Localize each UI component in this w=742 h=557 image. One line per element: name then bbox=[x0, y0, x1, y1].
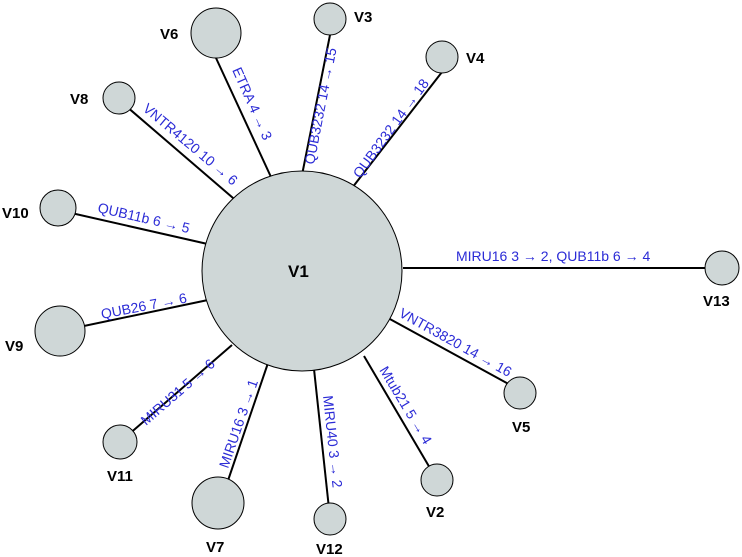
edge-label-v13: MIRU16 3 → 2, QUB11b 6 → 4 bbox=[456, 248, 650, 264]
node-v13 bbox=[704, 250, 740, 286]
node-label-v7: V7 bbox=[206, 539, 224, 556]
node-v6 bbox=[190, 7, 242, 59]
node-label-v6: V6 bbox=[160, 26, 178, 43]
node-label-v11: V11 bbox=[107, 468, 133, 485]
node-label-v4: V4 bbox=[466, 50, 485, 67]
node-label-v10: V10 bbox=[2, 205, 29, 222]
node-label-v12: V12 bbox=[316, 541, 343, 557]
node-label-v8: V8 bbox=[70, 91, 88, 108]
node-v1 bbox=[201, 170, 403, 372]
edge-label-v10: QUB11b 6 → 5 bbox=[96, 199, 191, 236]
node-v10 bbox=[39, 189, 77, 227]
node-v2 bbox=[420, 463, 454, 497]
node-v12 bbox=[313, 502, 347, 536]
edge-v1-v11 bbox=[119, 344, 233, 443]
node-label-v3: V3 bbox=[354, 9, 372, 26]
nodes bbox=[34, 2, 740, 536]
edge-v1-v5 bbox=[387, 317, 526, 394]
node-v5 bbox=[503, 376, 537, 410]
node-label-v2: V2 bbox=[426, 504, 444, 521]
edge-label-v2: Mtub21 5 → 4 bbox=[376, 363, 435, 447]
edge-label-v11: MIRU31 5 → 6 bbox=[137, 355, 218, 428]
node-label-v1: V1 bbox=[288, 262, 309, 281]
edge-v1-v10 bbox=[57, 209, 213, 246]
edge-label-v12: MIRU40 3 → 2 bbox=[320, 395, 346, 489]
edge-label-v3: QUB3232 14 → 15 bbox=[301, 46, 339, 165]
node-v9 bbox=[34, 305, 86, 357]
edge-label-v4: QUB3232 14 → 18 bbox=[349, 75, 432, 180]
node-v4 bbox=[425, 40, 459, 74]
node-label-v9: V9 bbox=[5, 338, 23, 355]
edge-label-v5: VNTR3820 14 → 16 bbox=[397, 305, 515, 380]
edge-v1-v8 bbox=[118, 99, 248, 211]
node-label-v13: V13 bbox=[703, 293, 730, 310]
edge-label-v9: QUB26 7 → 6 bbox=[100, 290, 189, 322]
node-v3 bbox=[313, 2, 347, 36]
edge-v1-v6 bbox=[215, 57, 278, 191]
edge-label-v7: MIRU16 3 → 1 bbox=[216, 377, 261, 470]
node-v11 bbox=[102, 424, 138, 460]
edge-v1-v12 bbox=[313, 368, 331, 519]
edge-v1-v3 bbox=[301, 34, 331, 176]
edge-v1-v4 bbox=[351, 71, 443, 189]
node-v7 bbox=[191, 476, 245, 530]
edge-v1-v2 bbox=[363, 355, 438, 481]
edge-label-v8: VNTR4120 10 → 6 bbox=[140, 100, 241, 188]
node-labels: V1 V6 V3 V4 V8 V10 V13 V9 V5 V11 V7 V12 … bbox=[2, 9, 730, 557]
node-v8 bbox=[102, 81, 136, 115]
node-label-v5: V5 bbox=[512, 419, 530, 436]
